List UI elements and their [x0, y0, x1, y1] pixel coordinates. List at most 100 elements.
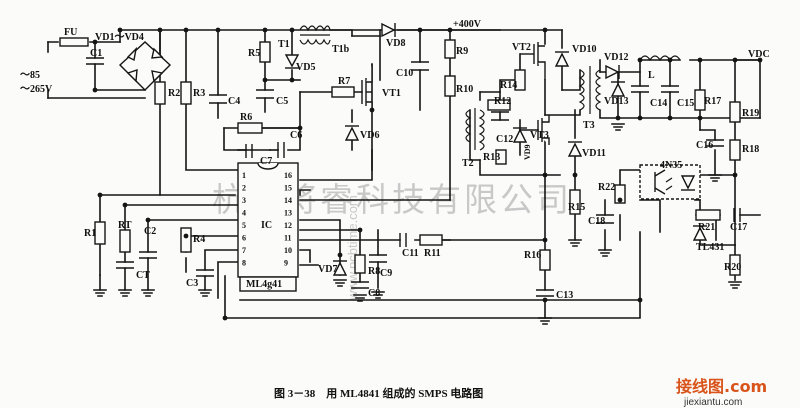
component-labels: FU VD1～VD4 C1 ～85 ～265V R2 R3 C4 R5 C5 V…	[20, 19, 770, 301]
resistor-r7	[331, 86, 355, 98]
label-c5: C5	[276, 96, 288, 107]
label-r9: R9	[456, 46, 468, 57]
ground-symbol	[353, 294, 367, 302]
junction-dot	[92, 39, 98, 45]
resistor-r10	[444, 75, 456, 97]
label-c1: C1	[90, 48, 102, 59]
label-c6: C6	[290, 130, 302, 141]
resistor-r1	[94, 221, 106, 245]
label-vdc: VDC	[748, 49, 770, 60]
resistor-r6	[237, 122, 263, 134]
ic-pin-1: 1	[242, 171, 246, 180]
ic-pin-11: 11	[284, 234, 292, 243]
ic-pin-10: 10	[284, 246, 292, 255]
label-4n35: 4N35	[660, 160, 682, 171]
capacitor-c18	[596, 214, 614, 224]
ic-pin-16: 16	[284, 171, 292, 180]
label-r19: R19	[742, 108, 759, 119]
label-r18: R18	[742, 144, 759, 155]
capacitor-c7	[245, 144, 253, 158]
diode-vd8	[381, 22, 396, 38]
diode-vd5	[284, 54, 300, 69]
diode-vd12	[605, 64, 620, 80]
capacitor-c16	[706, 139, 724, 147]
ic-pin-12: 12	[284, 221, 292, 230]
label-r14: R14	[500, 80, 517, 91]
ground-symbol	[568, 239, 582, 247]
ic-pin-15: 15	[284, 184, 292, 193]
capacitor-c9	[369, 254, 387, 263]
junction-dot	[369, 107, 375, 113]
ic-pin-8: 8	[242, 259, 246, 268]
junction-dot	[297, 125, 303, 131]
resistor-r12	[487, 99, 511, 111]
label-c14: C14	[650, 98, 667, 109]
label-vd9: VD9	[523, 144, 532, 160]
figure-caption: 图 3－38 用 ML4841 组成的 SMPS 电路图	[274, 386, 483, 400]
watermark-url: www.pcbtime.com	[345, 195, 360, 301]
ic-pin-9: 9	[284, 259, 288, 268]
label-tl431: TL431	[696, 242, 724, 253]
resistor-r22	[614, 184, 626, 204]
label-r22: R22	[598, 182, 615, 193]
transformer-t3	[578, 66, 602, 114]
label-t1: T1	[278, 39, 290, 50]
junction-dot	[637, 57, 643, 63]
junction-dot	[215, 27, 221, 33]
label-r7: R7	[338, 76, 350, 87]
junction-dot	[92, 87, 98, 93]
resistor-r2	[154, 81, 166, 105]
junction-dot	[122, 202, 128, 208]
label-c15: C15	[677, 98, 694, 109]
resistor-r5	[259, 41, 271, 63]
zener-vd6	[344, 125, 360, 141]
resistor-r9	[444, 39, 456, 59]
resistor-r18	[729, 139, 741, 161]
label-t3: T3	[583, 120, 595, 131]
label-chip: ML4g41	[246, 279, 282, 290]
label-vt3: VT3	[530, 130, 549, 141]
capacitor-ct	[116, 261, 134, 269]
diode-vd9	[512, 127, 528, 143]
label-c9: C9	[380, 268, 392, 279]
junction-dot	[183, 233, 189, 239]
label-vd11: VD11	[582, 148, 606, 159]
junction-dot	[617, 197, 623, 203]
transformer-t1	[299, 25, 331, 45]
ground-symbol	[371, 291, 385, 299]
inductor-l	[639, 55, 681, 62]
label-vd10: VD10	[572, 44, 596, 55]
label-t1b: T1b	[332, 44, 350, 55]
diode-vd11	[567, 141, 583, 157]
label-vt1: VT1	[382, 88, 401, 99]
junction-dot	[615, 115, 621, 121]
label-r5: R5	[248, 48, 260, 59]
label-ic: IC	[261, 220, 272, 231]
ic-pin-14: 14	[284, 196, 292, 205]
label-r20: R20	[724, 262, 741, 273]
label-vd5: VD5	[296, 62, 315, 73]
label-r3: R3	[193, 88, 205, 99]
ic-pin-7: 7	[242, 246, 246, 255]
resistor-r15	[569, 189, 581, 215]
resistor-r11	[419, 234, 443, 246]
ground-symbol	[728, 281, 742, 289]
label-r21: R21	[698, 222, 715, 233]
mosfet-vt2	[520, 42, 546, 80]
label-vd6: VD6	[360, 130, 379, 141]
junction-dot	[542, 27, 548, 33]
junction-dot	[117, 27, 123, 33]
ic-pin-3: 3	[242, 196, 246, 205]
label-r17: R17	[704, 96, 721, 107]
label-vd13: VD13	[604, 96, 628, 107]
transformer-t2	[465, 108, 485, 151]
junction-dot	[732, 57, 738, 63]
resistor-r13	[495, 149, 507, 165]
resistor-r14	[514, 69, 526, 91]
junction-dot	[157, 27, 163, 33]
label-400v: +400V	[453, 19, 482, 30]
resistor-r17	[694, 89, 706, 111]
